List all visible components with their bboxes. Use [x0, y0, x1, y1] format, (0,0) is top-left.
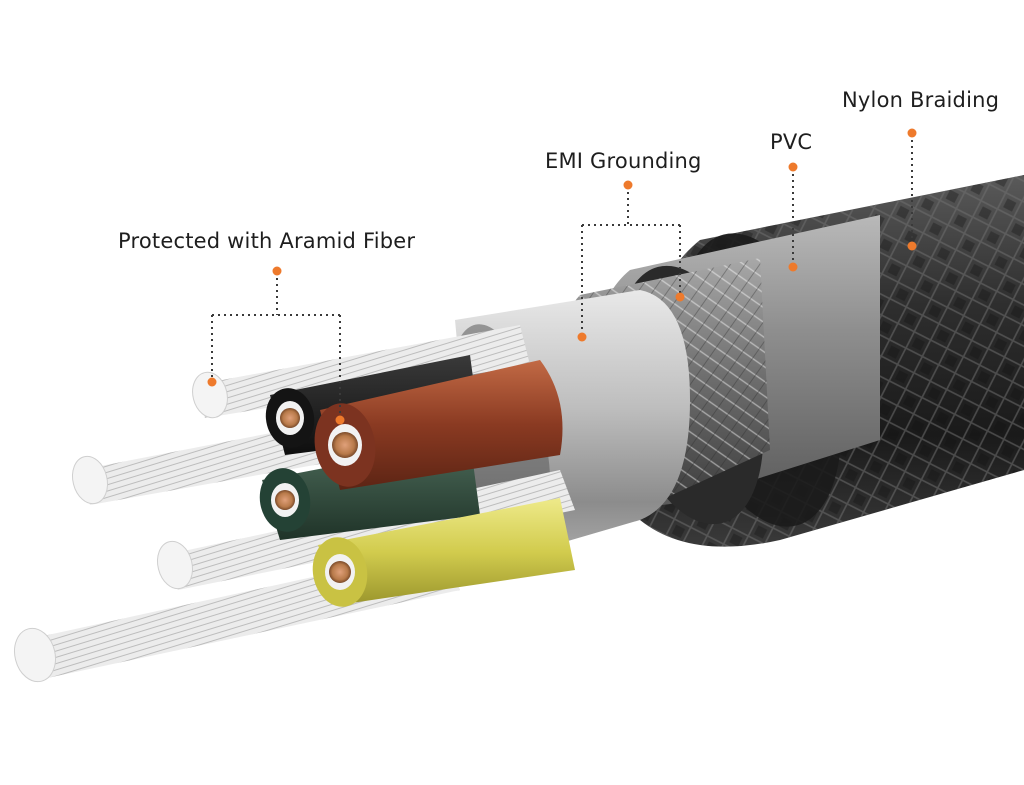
label-nylon-braiding: Nylon Braiding — [842, 88, 1000, 112]
copper-wires — [259, 355, 575, 607]
leader-lines — [211, 134, 913, 420]
leader-line-aramid — [211, 272, 341, 420]
label-aramid-fiber: Protected with Aramid Fiber — [118, 229, 416, 253]
marker-emi-top — [623, 180, 633, 190]
marker-aramid-fiber — [207, 377, 217, 387]
marker-braiding-layer — [907, 241, 917, 251]
label-pvc: PVC — [770, 130, 813, 154]
marker-aramid-top — [272, 266, 282, 276]
marker-braiding-top — [907, 128, 917, 138]
leader-line-emi — [581, 186, 681, 335]
marker-aramid-wire — [335, 415, 345, 425]
marker-emi-foil — [577, 332, 587, 342]
marker-pvc-top — [788, 162, 798, 172]
label-emi-grounding: EMI Grounding — [545, 149, 702, 173]
marker-pvc-layer — [788, 262, 798, 272]
marker-emi-braid — [675, 292, 685, 302]
marker-dots — [207, 128, 917, 425]
